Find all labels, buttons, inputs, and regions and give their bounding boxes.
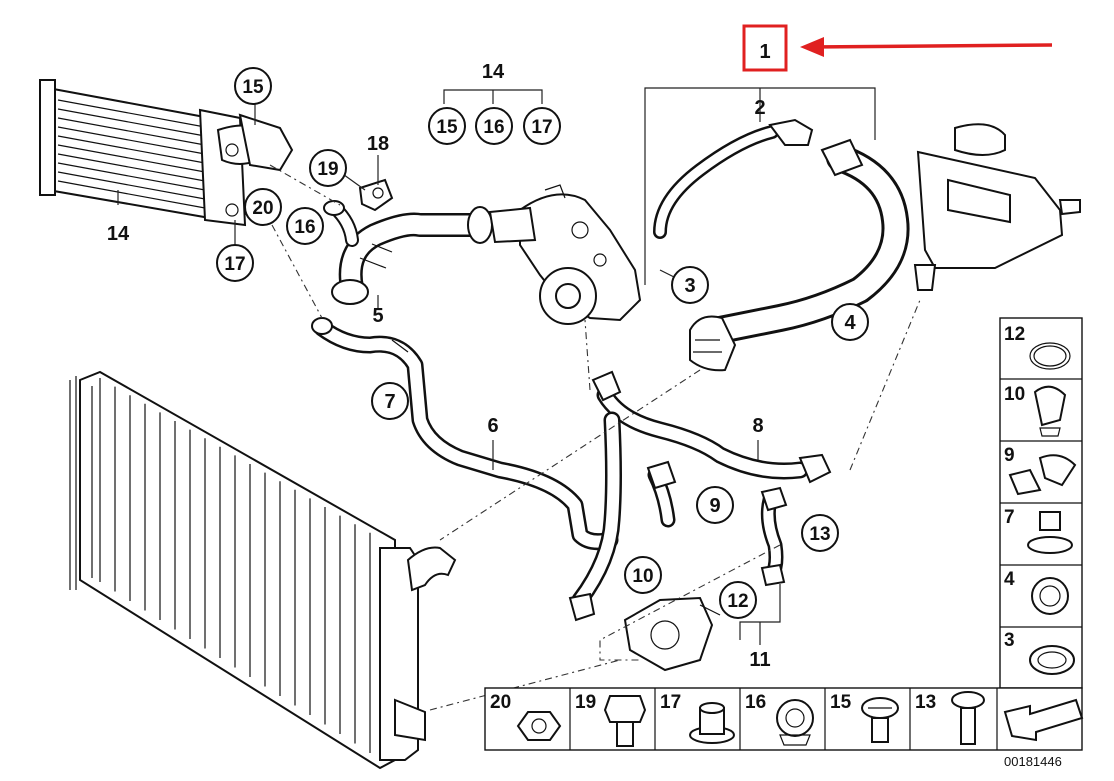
- svg-text:17: 17: [660, 692, 681, 713]
- hose-2: [653, 118, 814, 239]
- callout-20: 20: [244, 188, 282, 226]
- callout-15: 15: [234, 67, 272, 105]
- label-14-set: 14: [482, 61, 505, 83]
- callout-12: 12: [719, 581, 757, 619]
- radiator: [69, 370, 457, 770]
- svg-text:12: 12: [727, 591, 748, 612]
- callout-4: 4: [831, 303, 869, 341]
- legend-item-4: 4: [1004, 569, 1069, 615]
- legend-item-15: 15: [830, 692, 899, 743]
- label-6: 6: [487, 415, 498, 437]
- hose-13: [760, 486, 788, 587]
- callout-10: 10: [624, 556, 662, 594]
- svg-text:17: 17: [531, 117, 552, 138]
- callout-set-16: 16: [475, 107, 513, 145]
- callout-17: 17: [216, 244, 254, 282]
- hose-10: [568, 411, 677, 622]
- svg-text:20: 20: [252, 198, 273, 219]
- callout-3: 3: [671, 266, 709, 304]
- orientation-arrow-icon: [1003, 698, 1084, 742]
- callout-13: 13: [801, 514, 839, 552]
- hose-7: [311, 317, 619, 551]
- svg-text:7: 7: [1004, 507, 1015, 528]
- svg-text:15: 15: [436, 117, 458, 138]
- svg-text:16: 16: [294, 217, 315, 238]
- auxiliary-water-pump: [623, 596, 721, 672]
- bottom-legend: 20 19 17 16 15 13: [484, 687, 1084, 751]
- oil-cooler: [39, 79, 294, 227]
- svg-text:9: 9: [1004, 445, 1015, 466]
- arrow-head-icon: [800, 37, 824, 57]
- label-1: 1: [759, 41, 770, 63]
- legend-item-12: 12: [1004, 324, 1071, 370]
- legend-item-13: 13: [915, 691, 985, 745]
- hose-8: [591, 370, 832, 484]
- label-14: 14: [107, 223, 130, 245]
- svg-text:3: 3: [1004, 630, 1015, 651]
- hose-5: [323, 200, 493, 305]
- legend-item-20: 20: [490, 692, 562, 741]
- legend-item-3: 3: [1004, 630, 1075, 675]
- callout-7: 7: [371, 382, 409, 420]
- svg-text:20: 20: [490, 692, 511, 713]
- svg-text:13: 13: [809, 524, 830, 545]
- legend-item-9: 9: [1004, 445, 1077, 496]
- label-2: 2: [754, 97, 765, 119]
- document-number: 00181446: [1004, 754, 1062, 769]
- legend-item-7: 7: [1004, 507, 1073, 554]
- svg-text:17: 17: [224, 254, 245, 275]
- label-8: 8: [752, 415, 763, 437]
- highlight-marker: 1: [742, 24, 1053, 72]
- svg-text:15: 15: [830, 692, 852, 713]
- expansion-tank: [913, 123, 1081, 291]
- svg-text:10: 10: [632, 566, 653, 587]
- svg-text:16: 16: [745, 692, 766, 713]
- legend-item-19: 19: [575, 692, 647, 747]
- legend-item-10: 10: [1004, 384, 1067, 437]
- callout-19: 19: [309, 149, 347, 187]
- callout-set-17: 17: [523, 107, 561, 145]
- svg-text:16: 16: [483, 117, 504, 138]
- side-legend: 12 10 9 7 4 3: [999, 317, 1083, 689]
- label-5: 5: [372, 305, 383, 327]
- callout-16: 16: [286, 207, 324, 245]
- svg-text:19: 19: [575, 692, 596, 713]
- svg-text:4: 4: [1004, 569, 1015, 590]
- svg-text:4: 4: [844, 312, 856, 334]
- svg-text:10: 10: [1004, 384, 1025, 405]
- svg-text:7: 7: [384, 391, 395, 413]
- legend-item-16: 16: [745, 692, 814, 746]
- arrow-line: [807, 43, 1053, 49]
- svg-text:9: 9: [709, 495, 720, 517]
- svg-text:13: 13: [915, 692, 936, 713]
- svg-text:19: 19: [317, 159, 338, 180]
- label-18: 18: [367, 133, 389, 155]
- callout-9: 9: [696, 486, 734, 524]
- hose-4: [689, 138, 910, 372]
- callout-set-15: 15: [428, 107, 466, 145]
- label-11: 11: [749, 649, 770, 671]
- highlight-box: [742, 24, 788, 72]
- svg-text:15: 15: [242, 77, 264, 98]
- fitting-18: [358, 178, 394, 212]
- svg-text:3: 3: [684, 275, 695, 297]
- water-pump: [488, 184, 642, 325]
- svg-text:12: 12: [1004, 324, 1025, 345]
- legend-item-17: 17: [660, 692, 735, 744]
